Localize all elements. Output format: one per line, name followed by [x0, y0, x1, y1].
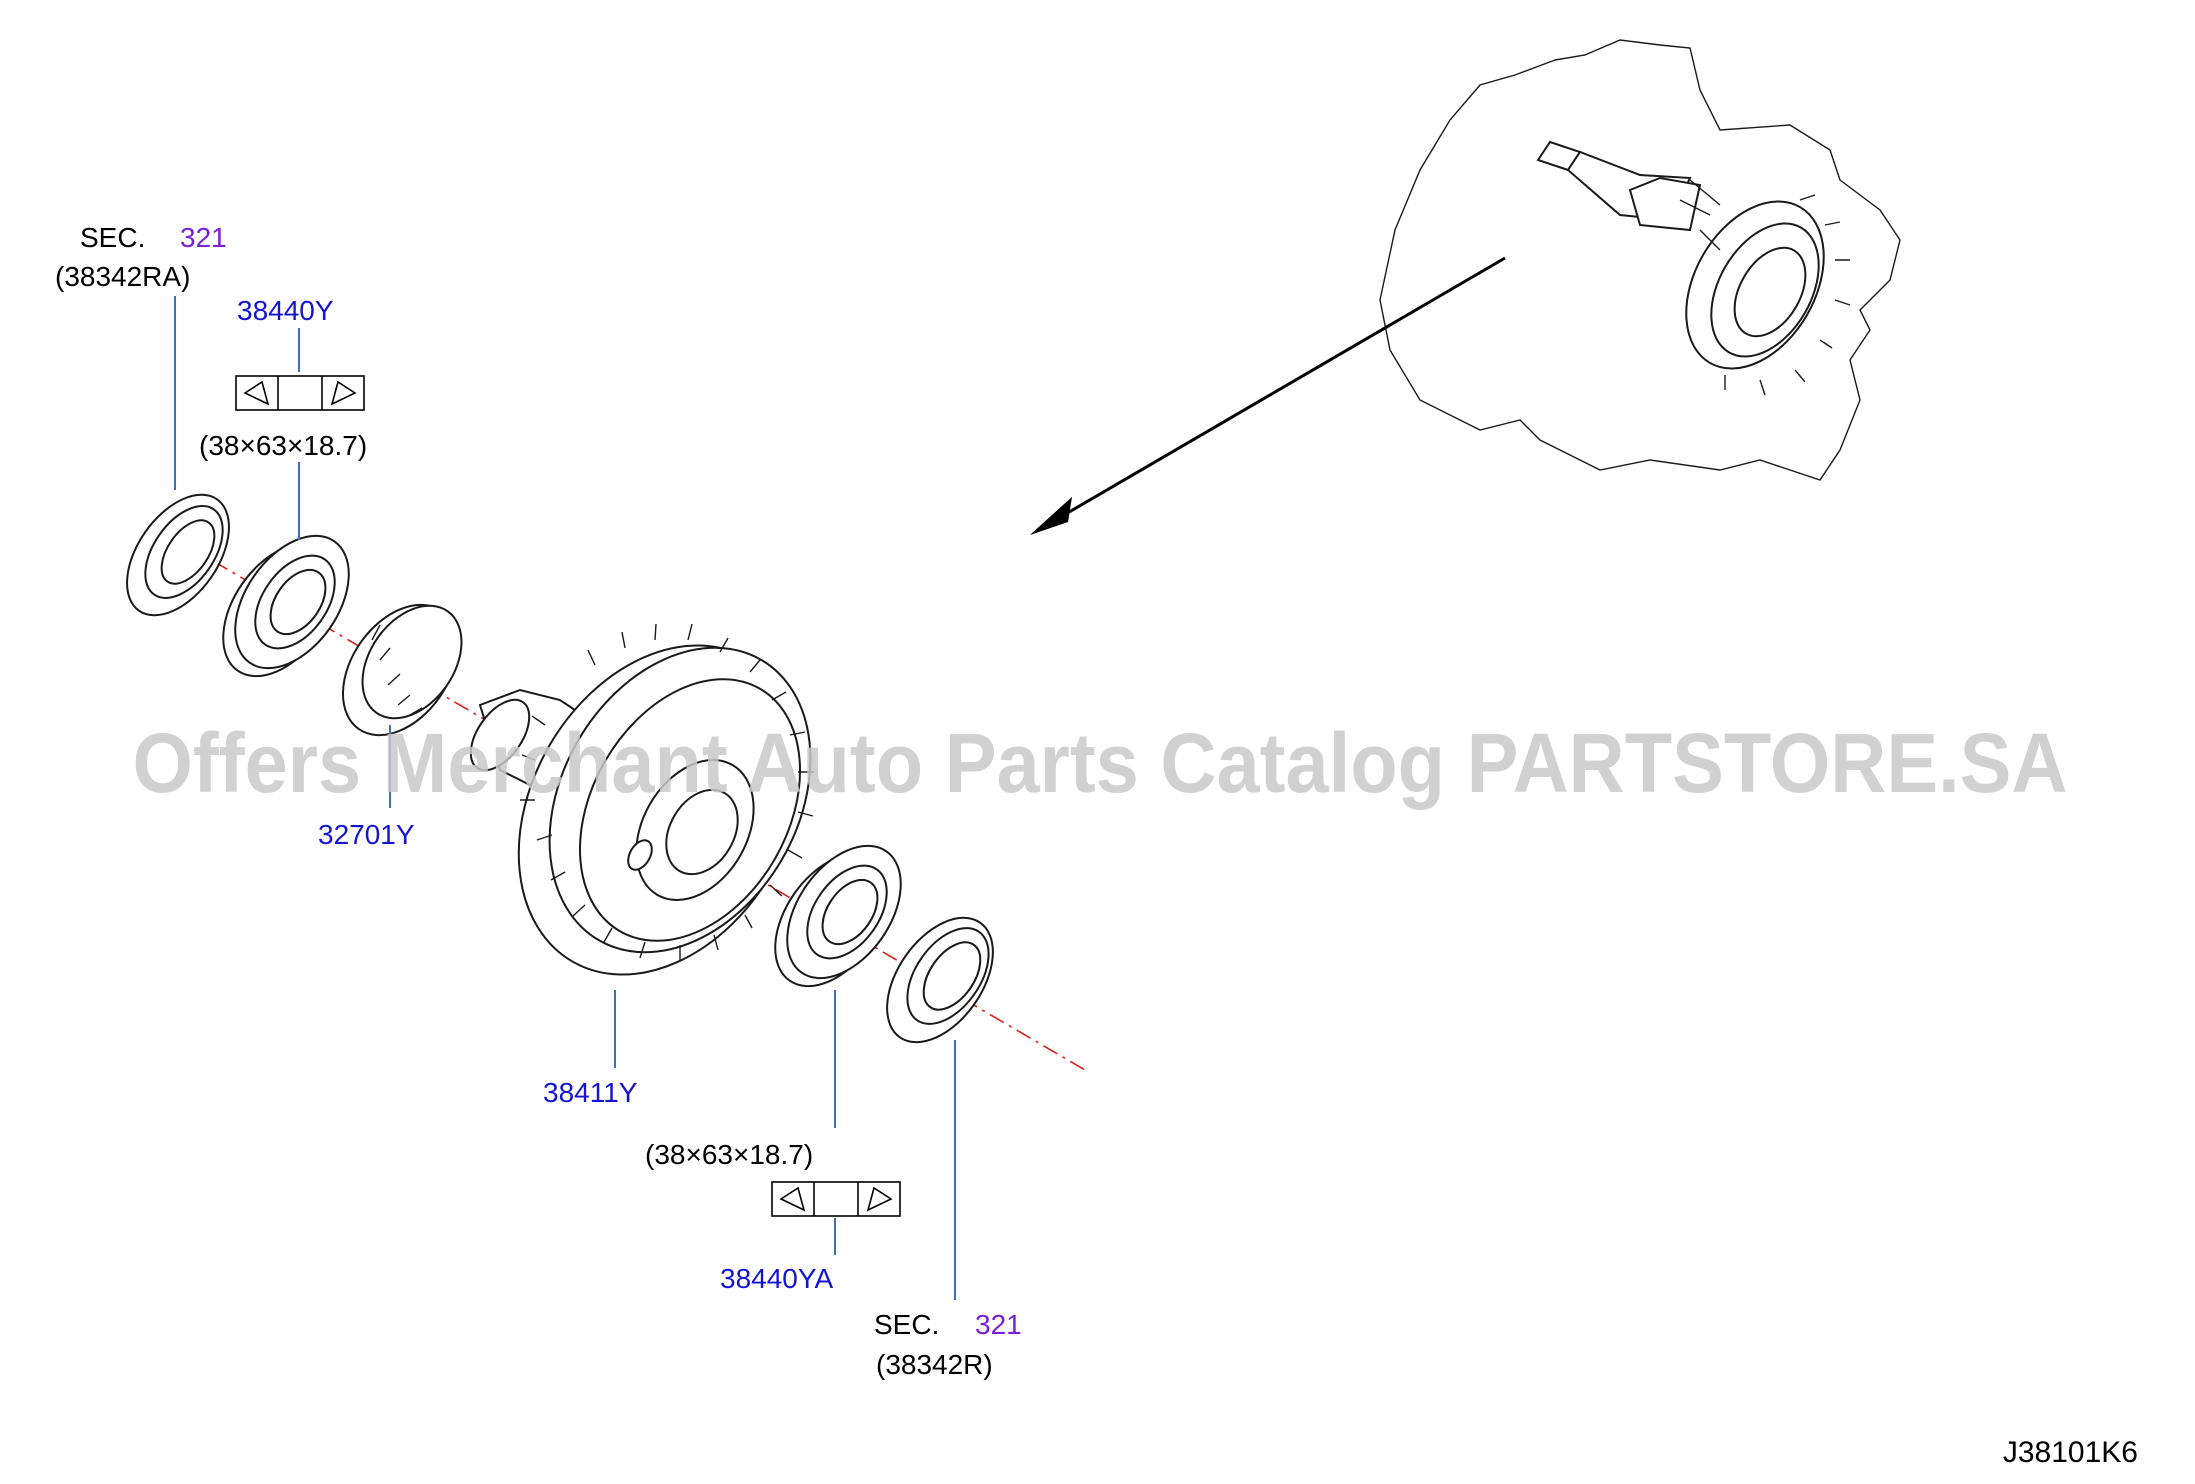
- sec-top-ref: (38342RA): [55, 261, 190, 292]
- differential-assembly: [469, 623, 814, 976]
- part-link-38411y[interactable]: 38411Y: [543, 1077, 638, 1108]
- sec-top-prefix: SEC.: [80, 222, 145, 253]
- part-link-32701y[interactable]: 32701Y: [318, 819, 415, 850]
- pointer-arrow: [1030, 256, 1506, 535]
- sec-bottom-link[interactable]: 321: [975, 1309, 1022, 1340]
- shim-top-dims: (38×63×18.7): [199, 430, 367, 461]
- bearing-bottom: [774, 844, 902, 988]
- shim-symbol-top: [235, 375, 365, 411]
- sec-bottom-ref: (38342R): [876, 1349, 993, 1380]
- oil-seal-bottom: [886, 916, 994, 1044]
- diagram-id: J38101K6: [2003, 1436, 2138, 1469]
- watermark-text: Offers Merchant Auto Parts Catalog PARTS…: [133, 716, 2068, 810]
- part-link-38440y[interactable]: 38440Y: [237, 295, 334, 326]
- side-gear: [341, 603, 463, 737]
- shim-bottom-dims: (38×63×18.7): [645, 1139, 813, 1170]
- shim-symbol-bottom: [771, 1181, 901, 1217]
- part-link-38440ya[interactable]: 38440YA: [720, 1263, 833, 1294]
- oil-seal-top: [126, 493, 230, 617]
- input-shaft-icon: [1536, 140, 1851, 396]
- bearing-top: [222, 534, 350, 678]
- inset-transaxle-view: [1030, 39, 1901, 535]
- housing-outline: [1379, 39, 1901, 481]
- sec-top-link[interactable]: 321: [180, 222, 227, 253]
- sec-bottom-prefix: SEC.: [874, 1309, 939, 1340]
